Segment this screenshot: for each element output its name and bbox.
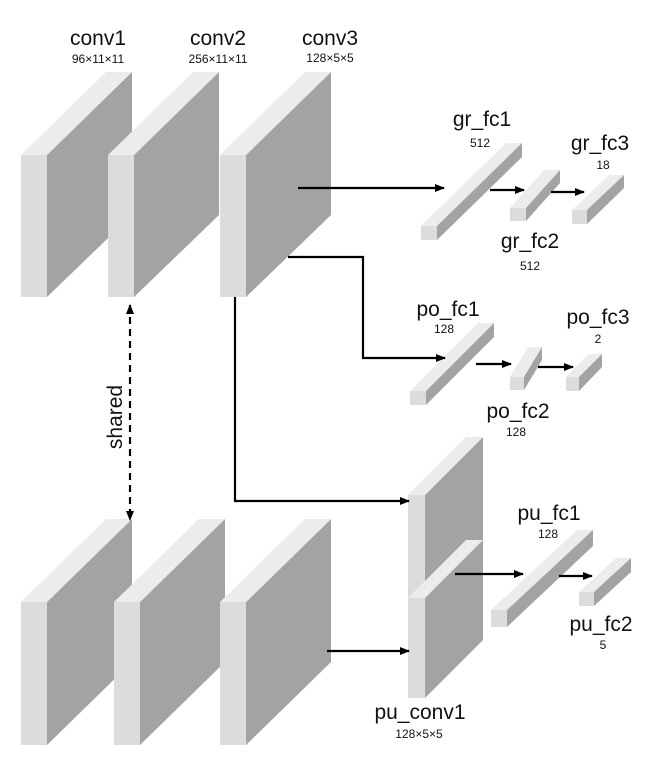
pu-fc1-bar [491,530,593,627]
gr-fc2-label: gr_fc2 [501,230,559,253]
gr-fc1-dims: 512 [470,136,490,150]
pu-fc2-bar [579,558,631,606]
conv1-label: conv1 [70,27,126,50]
pu-fc2-label: pu_fc2 [569,613,632,636]
gr-fc3-bar [572,175,624,224]
gr-fc1-label: gr_fc1 [453,108,511,131]
po-fc2-dims: 128 [506,425,526,439]
conv2-block [108,72,219,297]
pu-fc2-dims: 5 [600,638,607,652]
conv1-block [21,72,132,297]
po-fc3-label: po_fc3 [566,306,629,329]
shared-label: shared [104,385,127,449]
conv2-label: conv2 [190,27,246,50]
pu-conv1-block [408,437,483,698]
po-fc3-dims: 2 [595,332,602,346]
gr-fc2-bar [510,170,560,221]
po-fc3-bar [566,354,602,391]
po-fc1-bar [410,323,494,405]
shared-conv1-block [21,519,132,745]
pu-conv1-label: pu_conv1 [374,701,465,724]
conv3-label: conv3 [302,27,358,50]
gr-fc3-label: gr_fc3 [571,132,629,155]
gr-fc2-dims: 512 [520,259,540,273]
shared-conv3-block [220,519,331,745]
arrow-conv3-to-pu-conv1 [233,297,410,505]
gr-fc1-bar [421,143,522,240]
conv1-dims: 96×11×11 [72,52,125,66]
pu-conv1-dims: 128×5×5 [395,727,443,741]
po-fc1-dims: 128 [434,322,454,336]
shared-conv2-block [114,519,225,745]
gr-fc3-dims: 18 [596,158,610,172]
arrow-conv3-to-po-fc1 [288,255,446,362]
po-fc1-label: po_fc1 [416,298,479,321]
pu-fc1-dims: 128 [538,527,558,541]
po-fc2-bar [510,347,542,390]
conv3-block [220,72,331,297]
pu-fc1-label: pu_fc1 [517,502,580,525]
conv3-dims: 128×5×5 [306,51,354,65]
conv2-dims: 256×11×11 [189,52,248,66]
po-fc2-label: po_fc2 [486,400,549,423]
